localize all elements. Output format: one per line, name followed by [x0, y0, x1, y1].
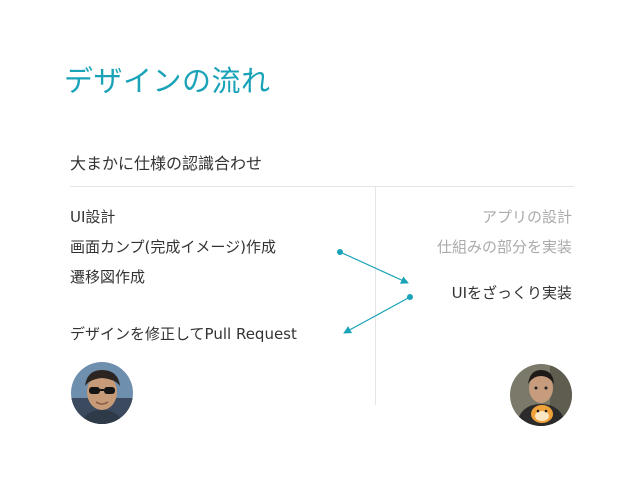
designer-step-pull-request: デザインを修正してPull Request — [70, 325, 297, 343]
vertical-divider — [375, 187, 376, 405]
slide-title: デザインの流れ — [64, 64, 271, 98]
arrow-mockup-to-rough-ui — [337, 249, 409, 284]
arrow-rough-ui-to-pull-request — [343, 294, 413, 334]
designer-step-ui-design: UI設計 — [70, 208, 116, 226]
designer-step-transition-diagram: 遷移図作成 — [70, 268, 146, 286]
slide-subtitle: 大まかに仕様の認識合わせ — [70, 154, 263, 173]
designer-step-mockup: 画面カンプ(完成イメージ)作成 — [70, 238, 276, 256]
engineer-step-rough-ui: UIをざっくり実装 — [451, 284, 572, 302]
engineer-step-mechanism: 仕組みの部分を実装 — [436, 238, 572, 256]
horizontal-divider — [70, 186, 574, 187]
person-with-sunglasses-avatar — [71, 362, 133, 424]
person-with-plush-toy-avatar — [510, 364, 572, 426]
engineer-step-app-design: アプリの設計 — [481, 208, 572, 226]
